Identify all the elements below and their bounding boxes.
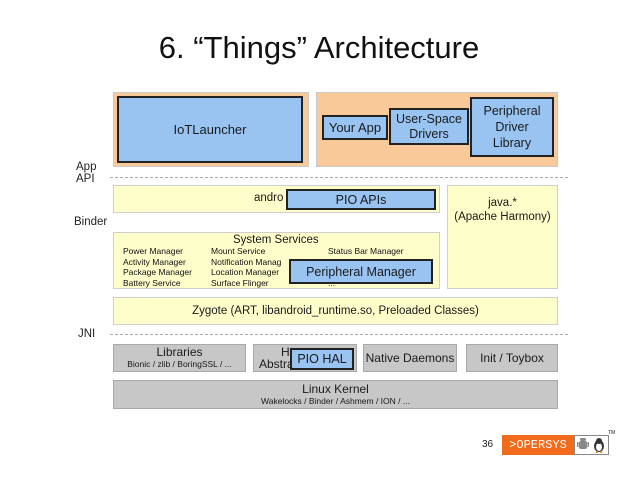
opersys-logo-text: >OPERSYS [509,438,567,452]
app-api-divider [110,177,568,178]
linux-kernel-box: Linux Kernel Wakelocks / Binder / Ashmem… [113,380,558,409]
java-box: java.* (Apache Harmony) [447,185,558,289]
init-toybox-label: Init / Toybox [480,351,544,365]
native-daemons-box: Native Daemons [363,344,457,372]
jni-label: JNI [78,328,96,340]
android-icon [577,438,589,449]
system-services-title: System Services [233,234,319,246]
iot-launcher-box: IoTLauncher [117,96,303,163]
service-mount-service: Mount Service [211,246,266,256]
kernel-title: Linux Kernel [302,381,369,396]
java-line2: (Apache Harmony) [454,211,551,223]
zygote-box: Zygote (ART, libandroid_runtime.so, Prel… [113,297,558,325]
service-power-manager: Power Manager [123,246,184,256]
tux-icon [594,438,604,453]
pdl-line3: Library [492,136,532,150]
libraries-box: Libraries Bionic / zlib / BoringSSL / ..… [113,344,246,372]
slide-title: 6. “Things” Architecture [158,30,480,65]
services-column-2: Mount Service Notification Manag Locatio… [211,246,281,288]
jni-divider [110,334,568,335]
your-app-label: Your App [328,120,382,135]
hal-line1: H [281,345,290,359]
app-api-label: App API [76,161,96,185]
service-battery-service: Battery Service [123,277,181,288]
peripheral-manager-box: Peripheral Manager [289,259,433,284]
libraries-sub: Bionic / zlib / BoringSSL / ... [127,359,232,369]
opersys-logo: >OPERSYS [502,435,574,455]
pio-hal-box: PIO HAL [290,348,354,370]
hal-line2: Abstra [259,357,294,371]
services-column-1: Power Manager Activity Manager Package M… [123,246,192,288]
binder-label: Binder [74,216,108,228]
pio-apis-label: PIO APIs [335,192,387,207]
trademark-mark: TM [608,430,616,436]
iot-launcher-label: IoTLauncher [173,122,247,137]
libraries-title: Libraries [156,345,203,359]
user-space-drivers-line1: User-Space [396,111,462,126]
your-app-box: Your App [322,115,388,140]
user-space-drivers-box: User-Space Drivers [389,108,469,145]
app-api-line2: API [76,173,95,185]
init-toybox-box: Init / Toybox [466,344,558,372]
peripheral-manager-label: Peripheral Manager [306,264,416,279]
service-notification-manager: Notification Manag [211,256,282,267]
service-surface-flinger: Surface Flinger [211,277,269,288]
user-space-drivers-line2: Drivers [409,126,449,141]
app-api-line1: App [76,161,97,173]
logo-icons-box [574,435,609,455]
kernel-sub: Wakelocks / Binder / Ashmem / ION / ... [261,395,410,406]
pio-hal-label: PIO HAL [297,352,347,366]
android-framework-label: andro [254,192,284,204]
service-location-manager: Location Manager [211,267,280,278]
service-package-manager: Package Manager [123,267,192,278]
peripheral-driver-library-box: Peripheral Driver Library [470,97,554,157]
java-line1: java.* [488,197,517,209]
page-number: 36 [482,439,494,450]
service-activity-manager: Activity Manager [123,256,186,267]
native-daemons-label: Native Daemons [365,351,455,365]
pdl-line1: Peripheral [483,104,541,118]
zygote-label: Zygote (ART, libandroid_runtime.so, Prel… [192,305,479,317]
pdl-line2: Driver [495,120,529,134]
android-tux-icons [577,438,604,453]
service-status-bar-manager: Status Bar Manager [328,246,404,256]
pio-apis-box: PIO APIs [286,189,436,210]
